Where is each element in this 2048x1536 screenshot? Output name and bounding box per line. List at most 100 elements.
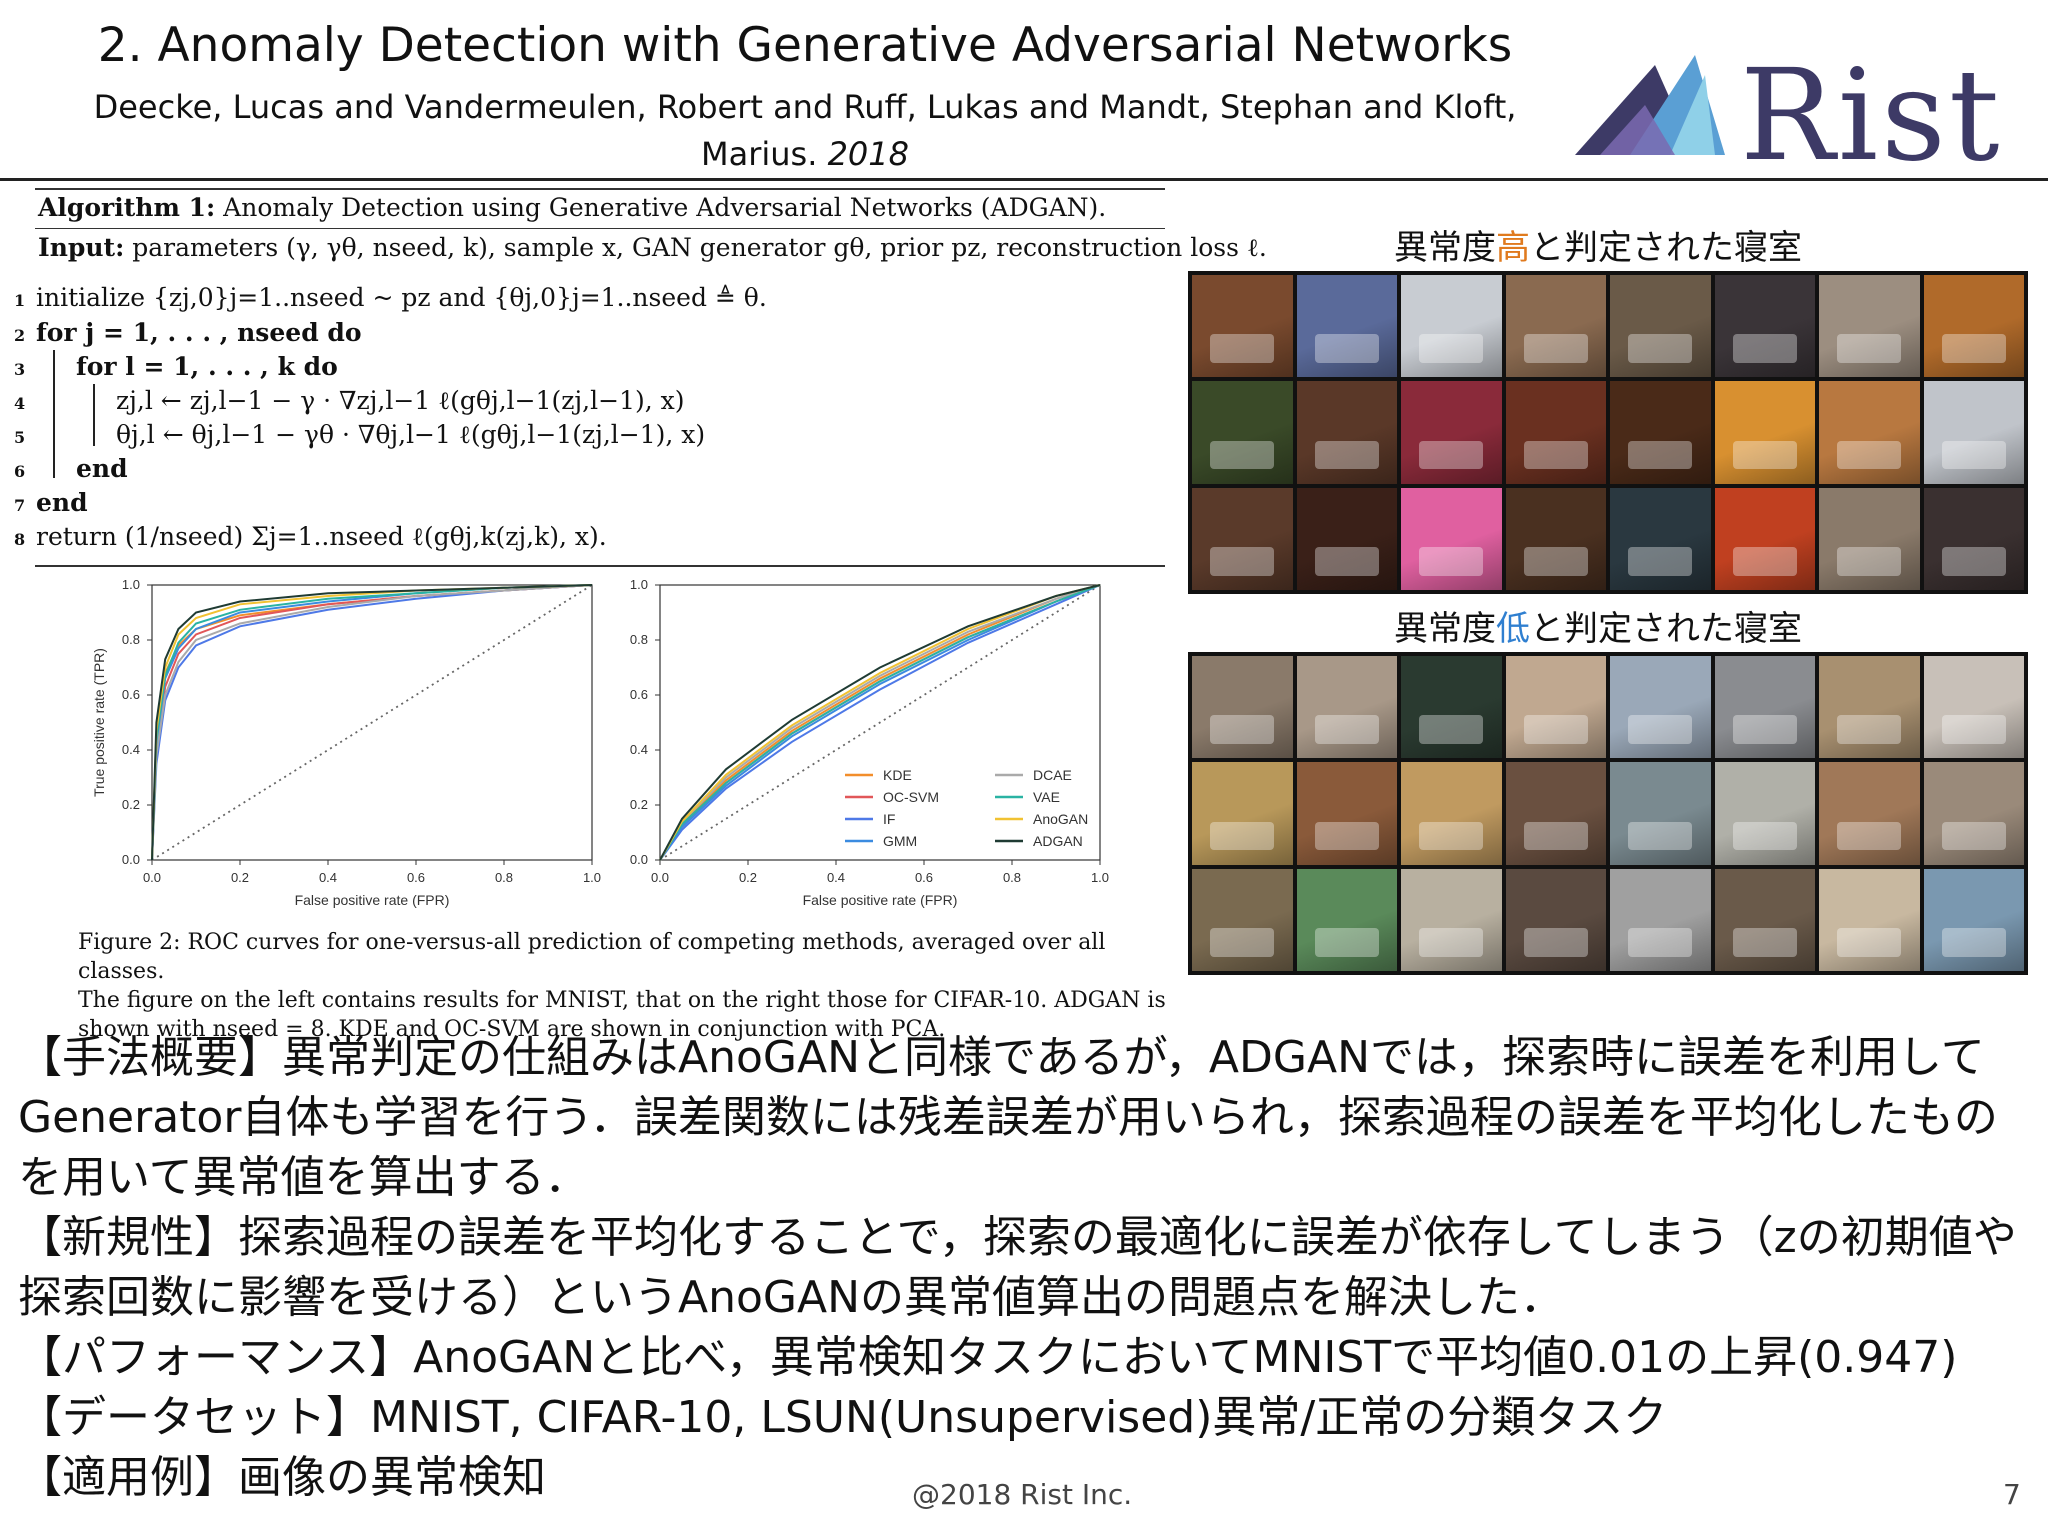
low-anomaly-bedroom-thumb [1192,762,1293,865]
low-anomaly-bedroom-thumb [1819,762,1920,865]
high-anomaly-bedroom-thumb [1401,487,1502,590]
rist-logo-text: Rist [1740,42,2003,189]
figure-caption: Figure 2: ROC curves for one-versus-all … [78,930,1166,1042]
low-anomaly-bedroom-thumb [1296,762,1397,865]
algorithm-input: Input: parameters (γ, γθ, nseed, k), sam… [38,233,1267,262]
low-anomaly-bedroom-thumb [1923,868,2024,971]
x-tick-label-left: 0.6 [407,870,425,885]
chance-diagonal-left [151,584,593,861]
x-tick-label-right: 0.2 [739,870,757,885]
x-tick-label-right: 0.8 [1003,870,1021,885]
high-anomaly-bedroom-thumb [1714,487,1815,590]
y-tick-label-right: 1.0 [630,577,648,592]
high-anomaly-bedroom-thumb [1192,275,1293,378]
y-tick-label-left: 0.2 [122,797,140,812]
roc-axes-frame-right [659,584,1101,861]
low-anomaly-bedroom-grid [1188,652,2028,975]
x-axis-label-right: False positive rate (FPR) [803,892,958,908]
header-divider [0,178,2048,181]
roc-curves-figure: 0.0 0.2 0.4 0.6 0.8 1.0 0.0 0.2 0.4 0.6 0.8 1.0Fals… [91,577,1109,908]
high-anomaly-bedroom-grid [1188,271,2028,594]
x-tick-label-right: 0.6 [915,870,933,885]
low-anomaly-bedroom-thumb [1714,762,1815,865]
high-anomaly-bedroom-thumb [1714,381,1815,484]
x-tick-label-right: 1.0 [1091,870,1109,885]
high-anomaly-bedroom-thumb [1192,487,1293,590]
legend-label-adgan: ADGAN [1033,833,1083,849]
chance-diagonal-right [659,584,1101,861]
x-tick-label-right: 0.4 [827,870,845,885]
slide-title: 2. Anomaly Detection with Generative Adv… [97,18,1513,73]
high-anomaly-bedroom-thumb [1505,381,1606,484]
low-anomaly-bedroom-thumb [1401,762,1502,865]
low-anomaly-title: 異常度低と判定された寝室 [1394,609,1802,649]
y-tick-label-right: 0.4 [630,742,648,757]
x-tick-label-left: 0.0 [143,870,161,885]
high-anomaly-bedroom-thumb [1296,275,1397,378]
algorithm-mid-rule [35,228,1165,229]
y-tick-label-left: 0.8 [122,632,140,647]
legend-label-if: IF [883,811,895,827]
low-anomaly-bedroom-thumb [1610,656,1711,759]
low-anomaly-bedroom-thumb [1505,656,1606,759]
y-tick-label-left: 1.0 [122,577,140,592]
algorithm-loop-bar-inner [93,384,95,446]
roc-series-dcae-left [151,584,593,861]
low-anomaly-bedroom-thumb [1192,656,1293,759]
roc-axes-frame-left [151,584,593,861]
high-anomaly-bedroom-thumb [1505,275,1606,378]
page-number: 7 [2003,1478,2021,1511]
roc-series-if-right [659,584,1101,861]
roc-series-adgan-left [151,584,593,861]
high-anomaly-bedroom-thumb [1505,487,1606,590]
high-anomaly-bedroom-thumb [1923,275,2024,378]
y-tick-label-left: 0.4 [122,742,140,757]
authors-last: Marius. [701,135,818,173]
high-anomaly-bedroom-thumb [1296,381,1397,484]
y-tick-label-left: 0.6 [122,687,140,702]
low-anomaly-bedroom-thumb [1401,656,1502,759]
legend-label-kde: KDE [883,767,912,783]
high-anomaly-bedroom-thumb [1923,487,2024,590]
high-anomaly-bedroom-thumb [1610,275,1711,378]
low-anomaly-bedroom-thumb [1610,868,1711,971]
legend-label-oc-svm: OC-SVM [883,789,939,805]
y-tick-label-right: 0.2 [630,797,648,812]
high-anomaly-bedroom-thumb [1819,487,1920,590]
algorithm-top-rule [35,188,1165,190]
high-anomaly-bedroom-thumb [1192,381,1293,484]
algorithm-title: Algorithm 1: Anomaly Detection using Gen… [38,193,1107,222]
low-anomaly-bedroom-thumb [1505,762,1606,865]
y-tick-label-right: 0.6 [630,687,648,702]
legend-label-dcae: DCAE [1033,767,1072,783]
legend-label-vae: VAE [1033,789,1060,805]
x-tick-label-left: 0.4 [319,870,337,885]
y-tick-label-right: 0.0 [630,852,648,867]
algorithm-loop-bar-outer [53,350,55,478]
roc-series-vae-right [659,584,1101,861]
publication-year: 2018 [827,135,909,173]
y-tick-label-right: 0.8 [630,632,648,647]
legend-label-gmm: GMM [883,833,917,849]
low-anomaly-bedroom-thumb [1923,762,2024,865]
x-tick-label-left: 0.8 [495,870,513,885]
footer-copyright: @2018 Rist Inc. [912,1478,1133,1511]
x-axis-label-left: False positive rate (FPR) [295,892,450,908]
summary-performance: 【パフォーマンス】AnoGANと比べ，異常検知タスクにおいてMNISTで平均値0… [18,1332,1958,1383]
summary-method: 【手法概要】異常判定の仕組みはAnoGANと同様であるが，ADGANでは，探索時… [18,1032,1998,1203]
high-anomaly-bedroom-thumb [1923,381,2024,484]
high-anomaly-bedroom-thumb [1401,275,1502,378]
low-anomaly-bedroom-thumb [1296,656,1397,759]
y-tick-label-left: 0.0 [122,852,140,867]
roc-series-vae-left [151,584,593,861]
low-anomaly-bedroom-thumb [1505,868,1606,971]
legend-label-anogan: AnoGAN [1033,811,1088,827]
low-anomaly-bedroom-thumb [1819,868,1920,971]
low-anomaly-bedroom-thumb [1610,762,1711,865]
